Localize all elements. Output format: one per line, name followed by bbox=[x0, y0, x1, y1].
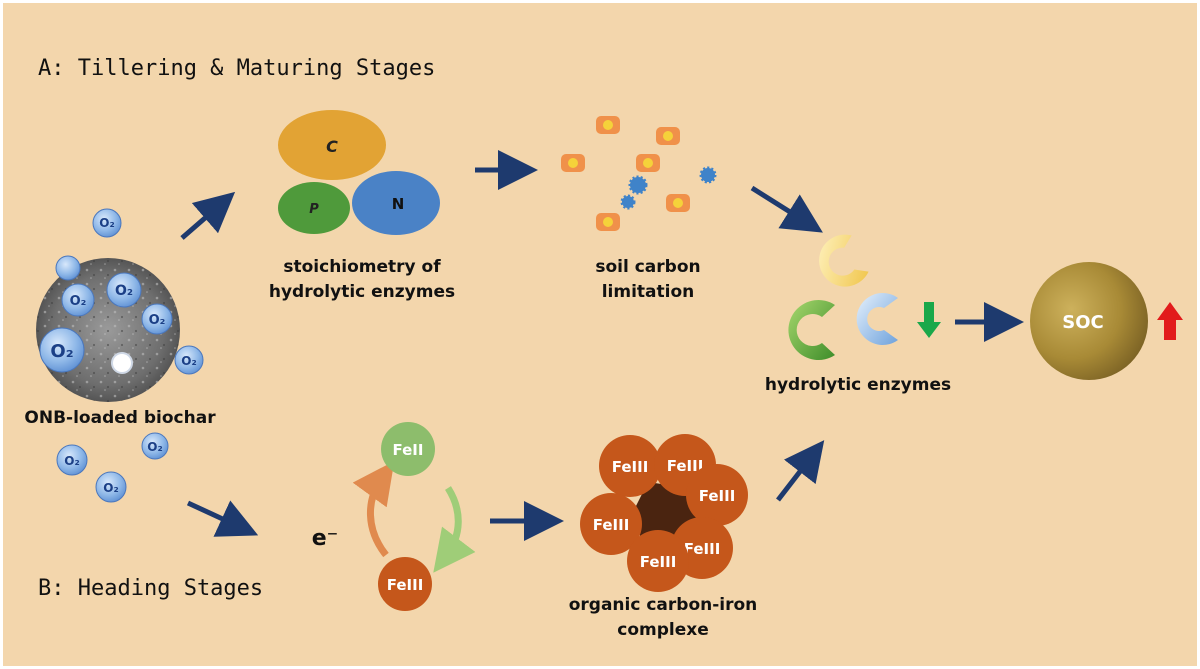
o2-label: O₂ bbox=[181, 354, 196, 368]
o2-label: O₂ bbox=[50, 341, 73, 362]
complex-label-line2: complexe bbox=[617, 620, 709, 640]
fe3-label: FeIII bbox=[387, 576, 424, 594]
o2-label: O₂ bbox=[64, 454, 79, 468]
complex-fe3-label: FeIII bbox=[684, 540, 721, 558]
soil-label-line1: soil carbon bbox=[595, 257, 700, 277]
microbe-cell bbox=[596, 213, 620, 231]
soc-label: SOC bbox=[1062, 312, 1103, 333]
fe2-label: FeII bbox=[393, 441, 424, 459]
o2-bubble: O₂ bbox=[92, 208, 122, 238]
complex-fe3-label: FeIII bbox=[612, 458, 649, 476]
o2-bubble: O₂ bbox=[95, 471, 127, 503]
complex-fe3-label: FeIII bbox=[640, 553, 677, 571]
complex-fe3-label: FeIII bbox=[667, 457, 704, 475]
biochar-group: O₂ O₂ O₂ O₂ O₂ O₂ O₂ O₂ bbox=[24, 208, 216, 503]
increase-arrow-icon bbox=[1157, 302, 1183, 340]
o2-bubble: O₂ bbox=[141, 303, 173, 335]
arrow-complex-to-enzymes bbox=[776, 440, 825, 502]
stage-a-title: A: Tillering & Maturing Stages bbox=[38, 56, 435, 81]
o2-bubble: O₂ bbox=[174, 345, 204, 375]
fe3-sphere: FeIII bbox=[580, 493, 642, 555]
soc-circle bbox=[1030, 262, 1148, 380]
o2-bubble-plain bbox=[55, 255, 81, 281]
fe3-sphere: FeIII bbox=[686, 464, 748, 526]
cycle-arrow-up bbox=[352, 461, 395, 558]
o2-bubble: O₂ bbox=[106, 272, 142, 308]
enzyme-yellow bbox=[819, 234, 869, 287]
stoichiometry-label-line1: stoichiometry of bbox=[283, 257, 441, 277]
biochar-pore bbox=[111, 352, 133, 374]
microbe-cell bbox=[596, 116, 620, 134]
biochar-label: ONB-loaded biochar bbox=[24, 408, 216, 428]
enzymes-label: hydrolytic enzymes bbox=[765, 375, 951, 395]
n-ellipse bbox=[352, 171, 440, 235]
n-label: N bbox=[392, 195, 405, 213]
complex-fe3-label: FeIII bbox=[593, 516, 630, 534]
c-ellipse bbox=[278, 110, 386, 180]
soil-microbes-group: soil carbon limitation bbox=[561, 116, 717, 302]
microbe-cell bbox=[666, 194, 690, 212]
arrow-to-iron-cycle bbox=[186, 500, 259, 537]
fe3-sphere: FeIII bbox=[599, 435, 661, 497]
enzyme-blue bbox=[856, 293, 898, 345]
soc-group: SOC bbox=[1030, 262, 1183, 380]
bacteria-blue bbox=[628, 175, 648, 195]
cycle-arrow-down bbox=[433, 486, 476, 573]
o2-label: O₂ bbox=[115, 283, 133, 299]
fe3-circle bbox=[378, 557, 432, 611]
o2-bubble: O₂ bbox=[39, 327, 85, 373]
arrow-to-stoichiometry bbox=[180, 191, 236, 240]
o2-label: O₂ bbox=[103, 481, 118, 495]
microbe-cell bbox=[561, 154, 585, 172]
o2-label: O₂ bbox=[70, 294, 87, 309]
enzyme-green bbox=[788, 300, 835, 360]
complex-group: FeIII FeIII FeIII FeIII FeIII FeIII orga… bbox=[569, 434, 758, 640]
o2-label: O₂ bbox=[99, 216, 114, 230]
electron-label: e⁻ bbox=[312, 526, 339, 551]
o2-bubble: O₂ bbox=[61, 283, 95, 317]
o2-label: O₂ bbox=[149, 313, 166, 328]
c-label: C bbox=[326, 137, 338, 156]
microbe-cell bbox=[636, 154, 660, 172]
arrow-soil-to-enzymes bbox=[750, 185, 823, 233]
stoichiometry-group: C P N stoichiometry of hydrolytic enzyme… bbox=[269, 110, 455, 302]
bacteria-blue bbox=[620, 194, 636, 210]
o2-bubble: O₂ bbox=[56, 444, 88, 476]
p-label: P bbox=[309, 202, 319, 217]
iron-cycle-group: FeII FeIII e⁻ bbox=[312, 422, 476, 611]
soil-label-line2: limitation bbox=[602, 282, 695, 302]
stage-b-title: B: Heading Stages bbox=[38, 576, 263, 601]
complex-label-line1: organic carbon-iron bbox=[569, 595, 758, 615]
microbe-cell bbox=[656, 127, 680, 145]
o2-label: O₂ bbox=[147, 440, 162, 454]
stoichiometry-label-line2: hydrolytic enzymes bbox=[269, 282, 455, 302]
enzymes-group: hydrolytic enzymes bbox=[765, 234, 951, 395]
fe3-sphere: FeIII bbox=[627, 530, 689, 592]
o2-bubble: O₂ bbox=[141, 432, 169, 460]
bacteria-blue bbox=[699, 166, 717, 184]
complex-fe3-label: FeIII bbox=[699, 487, 736, 505]
fe2-circle bbox=[381, 422, 435, 476]
decrease-arrow-icon bbox=[917, 302, 941, 338]
p-ellipse bbox=[278, 182, 350, 234]
